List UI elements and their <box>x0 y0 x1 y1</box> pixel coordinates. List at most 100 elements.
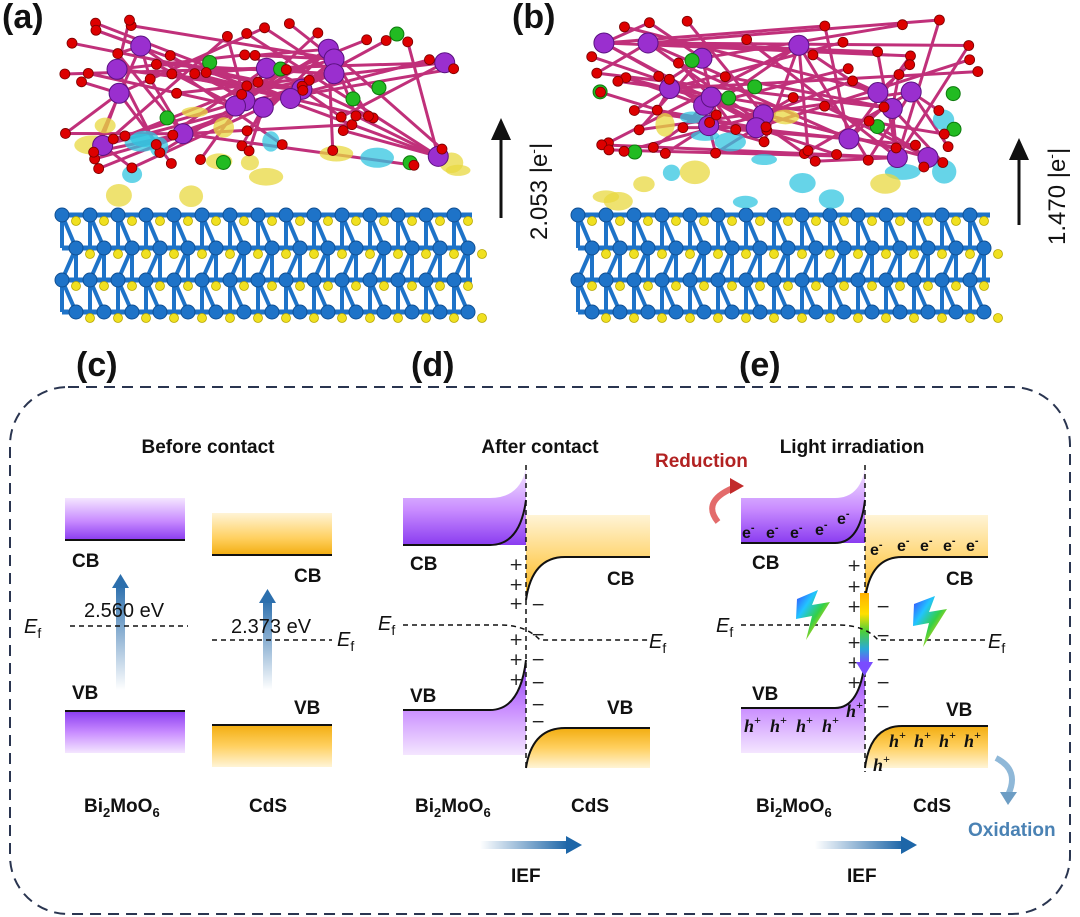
cadmium-atom <box>920 304 936 320</box>
before-material-left: Bi2MoO6 <box>84 796 160 820</box>
svg-text:h+: h+ <box>964 728 981 751</box>
bismuth-atom <box>323 63 345 85</box>
oxygen-atom <box>165 158 177 169</box>
sulfur-atom <box>379 216 389 226</box>
cadmium-atom <box>808 304 824 320</box>
panel-light-irradiation: Light irradiation Reduction e- e- e- e- … <box>655 437 1056 887</box>
svg-text:−: − <box>531 712 545 732</box>
sulfur-atom <box>657 249 667 259</box>
cadmium-atom <box>306 272 322 288</box>
sulfur-atom <box>449 249 459 259</box>
svg-text:+: + <box>509 670 523 690</box>
sulfur-atom <box>323 281 333 291</box>
cadmium-atom <box>96 304 112 320</box>
sulfur-atom <box>351 281 361 291</box>
before-material-right: CdS <box>249 796 287 817</box>
oxygen-atom <box>166 68 178 80</box>
after-ef-left: Ef <box>378 613 395 638</box>
sulfur-atom <box>699 216 709 226</box>
before-gap-left: 2.560 eV <box>84 600 165 622</box>
sulfur-atom <box>351 216 361 226</box>
oxygen-atom <box>119 130 131 142</box>
charge-arrow-b: 1.470 |e-| <box>1009 138 1071 245</box>
sulfur-atom <box>965 249 975 259</box>
cadmium-atom <box>612 240 628 256</box>
cadmium-atom <box>766 272 782 288</box>
sulfur-atom <box>657 313 667 323</box>
sulfur-atom <box>797 249 807 259</box>
cadmium-atom <box>808 240 824 256</box>
cadmium-atom <box>362 207 378 223</box>
cadmium-atom <box>250 272 266 288</box>
oxygen-atom <box>863 115 875 127</box>
sulfur-atom <box>281 313 291 323</box>
oxygen-atom <box>633 124 645 136</box>
cadmium-atom <box>892 240 908 256</box>
oxygen-atom <box>167 129 179 141</box>
oxygen-atom <box>704 117 716 128</box>
bismuth-atom <box>280 87 302 109</box>
sulfur-atom <box>993 249 1003 259</box>
cadmium-atom <box>822 272 838 288</box>
sulfur-atom <box>337 249 347 259</box>
oxygen-atom <box>241 125 253 137</box>
svg-text:+: + <box>847 556 861 576</box>
cadmium-atom <box>390 272 406 288</box>
cadmium-atom <box>710 272 726 288</box>
before-bi2moo6-cb-band <box>65 498 185 540</box>
svg-text:+: + <box>509 630 523 650</box>
oxygen-atom <box>171 87 183 99</box>
panel-label-e: (e) <box>739 346 781 384</box>
cadmium-atom <box>738 207 754 223</box>
cadmium-atom <box>250 207 266 223</box>
sulfur-atom <box>685 313 695 323</box>
oxygen-atom <box>144 73 156 85</box>
cadmium-atom <box>334 272 350 288</box>
sulfur-atom <box>211 281 221 291</box>
oxygen-atom <box>710 147 721 159</box>
sulfur-atom <box>755 281 765 291</box>
cadmium-atom <box>208 304 224 320</box>
oxygen-atom <box>150 139 162 150</box>
sulfur-atom <box>253 249 263 259</box>
svg-text:−: − <box>876 597 890 617</box>
oxygen-atom <box>195 154 206 165</box>
bismuth-atom <box>252 96 274 118</box>
after-material-right: CdS <box>571 796 609 817</box>
oxygen-atom <box>200 67 212 78</box>
charge-depletion <box>932 159 957 184</box>
oxygen-atom <box>303 74 315 86</box>
sulfur-atom <box>895 281 905 291</box>
sulfur-atom <box>867 281 877 291</box>
light-ief-arrow <box>901 836 917 854</box>
oxygen-atom <box>710 109 722 121</box>
before-gap-right: 2.373 eV <box>231 616 312 638</box>
sulfur-atom <box>839 281 849 291</box>
sulfur-atom <box>421 249 431 259</box>
svg-text:e-: e- <box>920 535 933 555</box>
panel-before-contact: Before contact CB VB CB VB Ef Ef 2.560 e… <box>24 437 354 820</box>
bismuth-atom <box>867 82 889 104</box>
oxygen-atom <box>241 28 253 39</box>
oxygen-atom <box>93 163 105 174</box>
charge-accumulation <box>179 185 204 208</box>
charge-accumulation <box>248 167 284 186</box>
oxygen-atom <box>107 133 119 145</box>
sulfur-atom <box>811 216 821 226</box>
svg-text:e-: e- <box>742 522 755 542</box>
cadmium-atom <box>612 304 628 320</box>
cadmium-atom <box>794 207 810 223</box>
sulfur-atom <box>797 313 807 323</box>
charge-accumulation <box>181 106 208 118</box>
cadmium-atom <box>780 240 796 256</box>
cadmium-atom <box>180 304 196 320</box>
cadmium-atom <box>724 240 740 256</box>
svg-text:e-: e- <box>815 519 828 539</box>
oxygen-atom <box>938 128 950 140</box>
oxygen-atom <box>787 92 799 103</box>
sulfur-atom <box>197 313 207 323</box>
charge-accumulation <box>771 109 800 125</box>
sulfur-atom <box>741 313 751 323</box>
molybdenum-atom <box>747 79 763 95</box>
svg-text:h+: h+ <box>822 713 839 736</box>
